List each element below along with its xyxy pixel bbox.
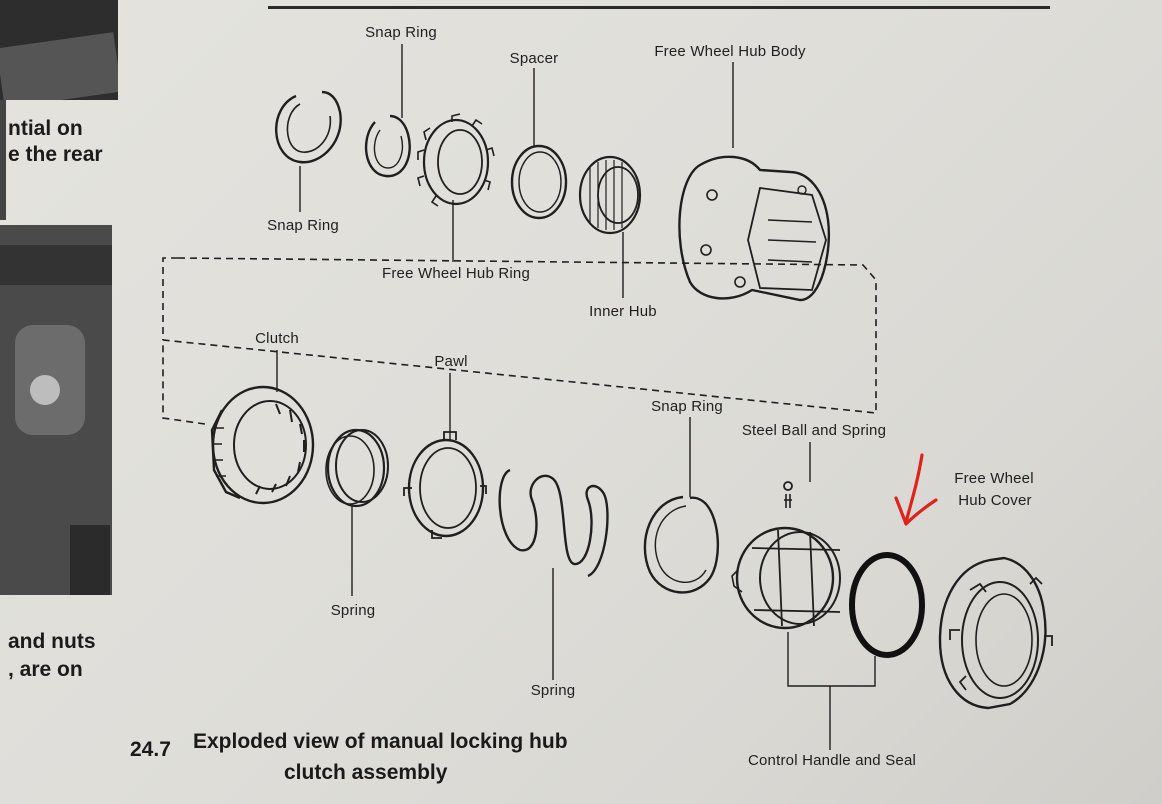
label-free-wheel-hub-cover-line2: Hub Cover [958, 492, 1032, 509]
side-text-line3: and nuts [8, 630, 96, 653]
snap-ring-lower [643, 495, 720, 594]
inner-hub [578, 155, 642, 235]
label-clutch: Clutch [255, 330, 299, 347]
free-wheel-hub-body [678, 155, 831, 302]
label-steel-ball-spring: Steel Ball and Spring [741, 422, 887, 439]
spacer-ring [510, 144, 568, 220]
page-edge [0, 100, 6, 220]
small-spring [784, 494, 792, 508]
label-control-handle-seal: Control Handle and Seal [747, 752, 917, 769]
alignment-dashed-line [162, 257, 877, 425]
free-wheel-hub-cover [938, 556, 1047, 710]
label-snap-ring-lower: Snap Ring [651, 398, 723, 415]
control-handle [735, 526, 835, 630]
figure-caption-line2: clutch assembly [284, 761, 448, 784]
alignment-dashed-line-left [162, 257, 178, 340]
snap-ring-large [275, 90, 342, 164]
label-inner-hub: Inner Hub [589, 303, 657, 320]
figure-number: 24.7 [130, 738, 171, 761]
free-wheel-hub-ring [422, 118, 490, 206]
label-spring-center: Spring [530, 682, 576, 699]
label-free-wheel-hub-cover-line1: Free Wheel [954, 470, 1034, 487]
red-arrow-icon [894, 453, 938, 526]
figure-caption-line1: Exploded view of manual locking hub [193, 730, 568, 753]
label-spring-left: Spring [330, 602, 376, 619]
snap-ring-small [364, 114, 411, 178]
label-snap-ring-left: Snap Ring [267, 217, 339, 234]
photo-fragment-top [0, 0, 118, 100]
label-free-wheel-hub-ring: Free Wheel Hub Ring [381, 265, 531, 282]
clutch [211, 385, 315, 505]
seal-ring [849, 552, 925, 658]
page-rule [268, 6, 1050, 9]
label-spacer: Spacer [509, 50, 559, 67]
side-text-line2: e the rear [8, 143, 103, 166]
label-pawl: Pawl [434, 353, 468, 370]
label-free-wheel-hub-body: Free Wheel Hub Body [654, 43, 806, 60]
side-text-line4: , are on [8, 658, 83, 681]
spring-center [498, 468, 609, 578]
photo-fragment-middle [0, 225, 112, 595]
label-snap-ring-top: Snap Ring [365, 24, 437, 41]
steel-ball [783, 481, 793, 491]
side-text-line1: ntial on [8, 117, 83, 140]
